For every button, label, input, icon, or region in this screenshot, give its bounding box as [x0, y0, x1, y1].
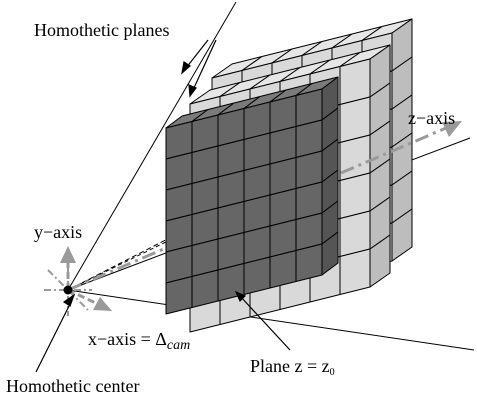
- z-axis-arrow: [67, 121, 462, 292]
- back-plane-1-cell-5-5: [339, 248, 371, 295]
- ray-top: [67, 1, 237, 291]
- front-plane-cell-5-1: [191, 269, 219, 308]
- front-plane-cell-5-4: [269, 250, 297, 289]
- axis-arrows: [44, 246, 112, 316]
- front-plane-cell-5-3: [243, 256, 271, 295]
- x-axis-arrowhead: [93, 297, 112, 311]
- label-plane-z0: Plane z = z0: [250, 356, 335, 378]
- homothetic-center-dot: [63, 285, 73, 295]
- x-axis-line: [67, 288, 101, 307]
- ray-bottom: [67, 289, 475, 351]
- pointer-arrows: [35, 39, 291, 373]
- label-x-axis: x−axis = Δcam: [88, 329, 190, 353]
- plane-subscript: 0: [330, 367, 335, 378]
- center-cross-d: [47, 269, 89, 311]
- label-z-axis: z−axis: [408, 108, 455, 128]
- front-plane-cell-5-0: [165, 276, 193, 315]
- x-axis-text: x−axis = Δ: [88, 329, 167, 349]
- x-axis-subscript: cam: [167, 338, 190, 353]
- front-plane-cell-5-5: [295, 243, 323, 282]
- plane-text: Plane z = z: [250, 356, 330, 376]
- y-axis-arrowhead: [60, 246, 76, 263]
- front-plane-z0: [165, 76, 339, 315]
- label-homothetic-center: Homothetic center: [6, 376, 139, 396]
- label-homothetic-planes: Homothetic planes: [34, 20, 169, 40]
- label-y-axis: y−axis: [34, 222, 82, 242]
- ray-dashed-2: [67, 239, 171, 291]
